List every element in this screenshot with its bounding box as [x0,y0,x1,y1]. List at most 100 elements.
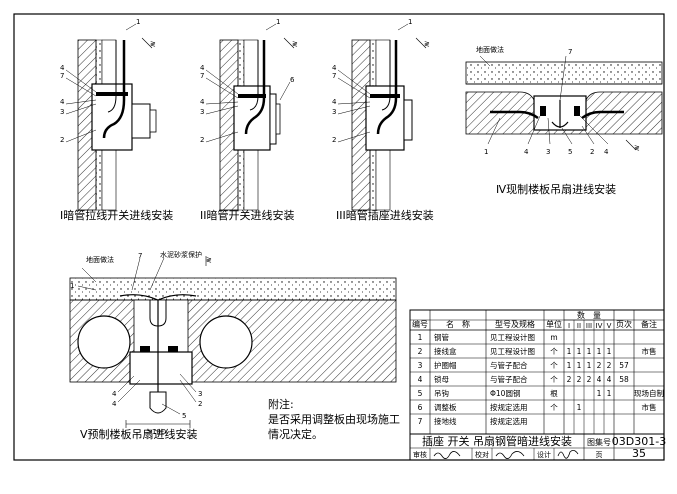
callout-label: 4 [200,64,205,72]
table-cell-qty: 1 [607,389,612,398]
table-cell-no: 3 [418,361,423,370]
th-no: 编号 [412,319,428,329]
callout-label: 4 [604,148,609,156]
th-qty-col: II [577,322,581,330]
figure-4: 地面做法 7 1 4 3 5 2 4 ≷ Ⅳ现制楼板吊扇进线安装 [465,45,663,196]
table-cell-name: 接地线 [434,416,457,426]
signature-check [495,451,525,459]
th-remark: 备注 [641,319,657,329]
svg-text:≷: ≷ [424,40,430,48]
figure-5: ≷ 地面做法 水泥砂浆保护 7 1 4 4 3 2 5 ≥10D Ⅴ预制楼板吊扇… [69,250,397,441]
callout-label: 3 [60,108,64,116]
svg-text:≷: ≷ [634,144,640,152]
callout-label: 3 [332,108,336,116]
table-cell-qty: 4 [607,375,612,384]
callout-label: 1 [484,148,488,156]
callout-label: 2 [200,136,204,144]
caption-fig2: II暗管开关进线安装 [200,208,295,222]
figure-1: ≷ 1 4 7 4 3 2 I暗管拉线开关进线安装 [60,18,173,222]
th-qty-col: I [568,322,570,330]
table-cell-qty: 2 [567,375,572,384]
table-cell-qty: 1 [597,389,602,398]
callout-label: 3 [546,148,550,156]
table-cell-unit: 个 [550,347,558,356]
table-cell-remark: 市售 [642,402,657,412]
table-cell-qty: 1 [577,361,582,370]
table-cell-name: 接线盒 [434,346,457,356]
atlas-number: 03D301-3 [612,435,666,448]
table-cell-spec: 见工程设计图 [490,332,535,342]
table-cell-remark: 市售 [642,346,657,356]
callout-label: 1 [276,18,280,26]
table-cell-no: 7 [418,417,423,426]
table-cell-spec: 与管子配合 [490,360,528,370]
table-cell-qty: 1 [597,347,602,356]
svg-text:≷: ≷ [150,40,156,48]
th-qty-col: IV [596,322,603,330]
callout-label: 2 [60,136,64,144]
callout-label: 2 [198,400,202,408]
table-cell-no: 5 [418,389,423,398]
callout-label: 1 [136,18,140,26]
table-cell-page: 58 [619,375,629,384]
table-cell-qty: 4 [597,375,602,384]
sheet-frame [13,13,665,461]
callout-label: 6 [290,76,295,84]
sign-review: 审核 [413,450,427,459]
table-cell-qty: 1 [567,347,572,356]
signature-review [433,451,461,459]
note-line-2: 情况决定。 [268,427,323,441]
callout-label: 7 [332,72,336,80]
table-cell-qty: 1 [577,403,582,412]
callout-label: 5 [182,412,186,420]
table-cell-qty: 1 [587,347,592,356]
table-cell-qty: 1 [567,361,572,370]
figure-2: ≷ 1 4 7 4 3 2 6 II暗管开关进线安装 [200,18,298,222]
parts-table [409,309,665,461]
callout-label: 4 [60,64,65,72]
table-cell-remark: 现场自制 [634,388,664,398]
table-cell-name: 钢管 [434,332,449,342]
table-title: 插座 开关 吊扇钢管暗进线安装 [422,434,572,448]
table-cell-name: 锁母 [434,374,449,384]
note-line-1: 是否采用调整板由现场施工 [268,412,400,426]
label-floor-finish: 地面做法 [476,45,504,54]
table-cell-unit: 个 [550,361,558,370]
caption-fig5: Ⅴ预制楼板吊扇进线安装 [80,427,198,441]
callout-label: 3 [200,108,204,116]
table-cell-no: 4 [418,375,423,384]
table-cell-spec: Φ10圆钢 [490,388,520,398]
th-name: 名 称 [446,319,470,329]
table-cell-spec: 按规定选用 [490,402,528,412]
callout-label: 7 [60,72,64,80]
table-cell-spec: 与管子配合 [490,374,528,384]
callout-label: 2 [590,148,594,156]
table-cell-qty: 1 [577,347,582,356]
callout-label: 4 [332,98,337,106]
table-cell-qty: 2 [607,361,612,370]
table-cell-unit: 根 [550,388,558,398]
sign-check: 校对 [475,450,489,459]
callout-label: 2 [332,136,336,144]
table-cell-spec: 见工程设计图 [490,346,535,356]
callout-label: 4 [332,64,337,72]
table-cell-name: 调整板 [434,402,457,412]
table-cell-no: 1 [418,333,423,342]
th-qty-col: III [586,322,592,330]
table-cell-no: 6 [418,403,423,412]
label-floor-finish: 地面做法 [86,255,114,264]
callout-label: 4 [524,148,529,156]
page-number: 35 [632,447,646,460]
label-cement-mortar: 水泥砂浆保护 [160,250,202,259]
callout-label: 4 [200,98,205,106]
atlas-label: 图集号 [587,437,611,447]
th-spec: 型号及规格 [495,319,535,329]
callout-label: 3 [198,390,202,398]
callout-label: 7 [568,48,572,56]
table-cell-name: 护圈帽 [434,360,457,370]
th-qty: 数 量 [577,310,601,320]
page-label: 页 [596,451,603,459]
callout-label: 5 [568,148,572,156]
